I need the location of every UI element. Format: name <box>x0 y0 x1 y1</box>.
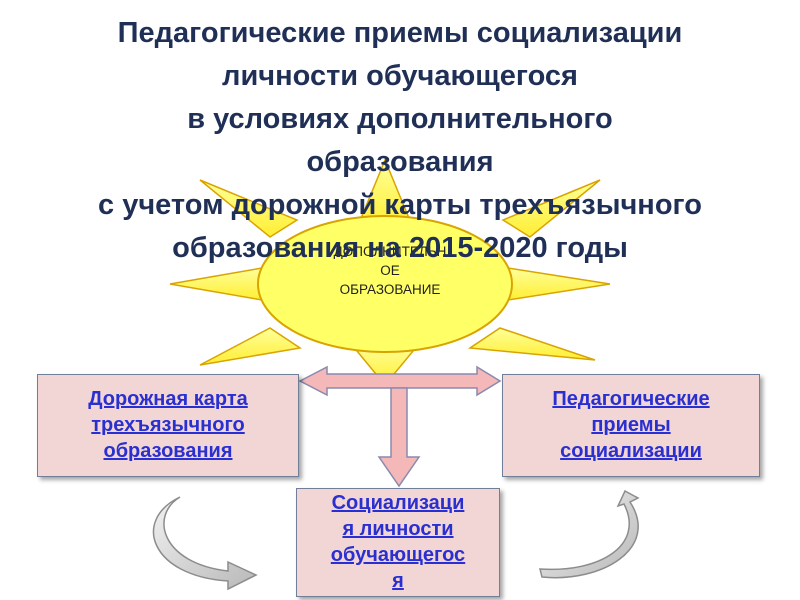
page-title: Педагогические приемы социализации лично… <box>0 12 800 270</box>
box-line: обучающегос <box>330 544 466 566</box>
box-line: Социализаци <box>331 492 465 514</box>
box-line: я <box>392 570 404 592</box>
sun-ray-bottom-right <box>467 327 596 361</box>
sun-core <box>257 215 513 353</box>
title-line: в условиях дополнительного <box>187 103 613 135</box>
title-line: личности обучающегося <box>222 60 578 92</box>
sun-ray-top-left <box>199 179 299 238</box>
title-line: Педагогические приемы социализации <box>117 17 683 49</box>
sun-label-line: ОЕ <box>380 263 400 278</box>
sun-ray-left <box>169 267 263 301</box>
box-line: трехъязычного <box>91 414 245 436</box>
pedagogical-methods-box-link[interactable]: Педагогические приемы социализации <box>502 374 760 477</box>
sun-ray-bottom-left <box>199 327 302 366</box>
sun-rays <box>169 158 611 387</box>
sun-label: ДОПОЛНИТЕЛЬН ОЕ ОБРАЗОВАНИЕ <box>255 242 525 299</box>
box-line: я личности <box>342 518 454 540</box>
sun-label-line: ДОПОЛНИТЕЛЬН <box>333 244 447 259</box>
sun-ray-top-right <box>501 179 601 238</box>
curved-arrow-icon <box>539 489 640 579</box>
curved-arrow-icon <box>152 496 258 591</box>
roadmap-box-link[interactable]: Дорожная карта трехъязычного образования <box>37 374 299 477</box>
box-line: образования <box>103 440 233 462</box>
down-arrow-icon <box>377 387 421 488</box>
box-line: социализации <box>560 440 702 462</box>
box-line: приемы <box>591 414 671 436</box>
box-line: Дорожная карта <box>88 388 248 410</box>
title-line: образования на 2015-2020 годы <box>172 232 628 264</box>
socialization-box-link[interactable]: Социализаци я личности обучающегос я <box>296 488 500 597</box>
title-line: с учетом дорожной карты трехъязычного <box>98 189 702 221</box>
left-right-arrow-icon <box>298 365 502 397</box>
sun-label-line: ОБРАЗОВАНИЕ <box>339 282 441 297</box>
title-line: образования <box>306 146 494 178</box>
box-line: Педагогические <box>552 388 710 410</box>
